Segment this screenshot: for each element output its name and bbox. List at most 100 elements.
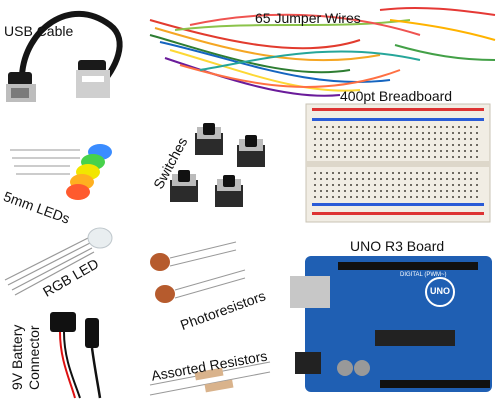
breadboard-hole	[476, 190, 478, 192]
breadboard-hole	[386, 178, 388, 180]
breadboard-hole	[380, 172, 382, 174]
breadboard-hole	[428, 190, 430, 192]
breadboard-hole	[326, 150, 328, 152]
breadboard-hole	[368, 144, 370, 146]
breadboard-hole	[428, 138, 430, 140]
breadboard-hole	[368, 138, 370, 140]
breadboard-hole	[470, 190, 472, 192]
breadboard-hole	[440, 132, 442, 134]
breadboard-hole	[398, 138, 400, 140]
breadboard-hole	[338, 126, 340, 128]
breadboard-hole	[440, 190, 442, 192]
breadboard-hole	[314, 132, 316, 134]
breadboard-hole	[332, 150, 334, 152]
breadboard-hole	[314, 196, 316, 198]
label-breadboard: 400pt Breadboard	[340, 88, 453, 104]
breadboard-hole	[380, 138, 382, 140]
breadboard-hole	[386, 144, 388, 146]
breadboard-hole	[470, 196, 472, 198]
breadboard-hole	[344, 178, 346, 180]
breadboard-hole	[452, 178, 454, 180]
breadboard-hole	[440, 172, 442, 174]
breadboard-hole	[452, 132, 454, 134]
breadboard-hole	[314, 184, 316, 186]
breadboard-hole	[386, 138, 388, 140]
breadboard-hole	[320, 196, 322, 198]
breadboard-hole	[356, 138, 358, 140]
breadboard-hole	[416, 126, 418, 128]
label-battery-line2: Connector	[26, 325, 42, 390]
breadboard-hole	[470, 184, 472, 186]
breadboard-hole	[416, 156, 418, 158]
breadboard-hole	[344, 172, 346, 174]
breadboard-hole	[374, 196, 376, 198]
breadboard-hole	[362, 184, 364, 186]
breadboard-hole	[314, 178, 316, 180]
breadboard-hole	[458, 126, 460, 128]
breadboard-hole	[458, 150, 460, 152]
breadboard-hole	[356, 126, 358, 128]
breadboard-hole	[404, 190, 406, 192]
breadboard-hole	[428, 178, 430, 180]
breadboard-hole	[428, 184, 430, 186]
breadboard-hole	[440, 144, 442, 146]
breadboard-hole	[410, 184, 412, 186]
board-brand-text: DIGITAL (PWM~)	[400, 272, 447, 278]
breadboard-hole	[320, 138, 322, 140]
breadboard-hole	[398, 132, 400, 134]
breadboard-hole	[320, 126, 322, 128]
board-logo-text: UNO	[430, 286, 450, 296]
breadboard-hole	[314, 144, 316, 146]
breadboard-hole	[350, 196, 352, 198]
breadboard-hole	[452, 138, 454, 140]
breadboard-hole	[332, 132, 334, 134]
breadboard-hole	[452, 126, 454, 128]
breadboard-hole	[452, 196, 454, 198]
breadboard-hole	[428, 156, 430, 158]
breadboard-hole	[350, 150, 352, 152]
breadboard-hole	[416, 138, 418, 140]
breadboard-hole	[434, 144, 436, 146]
breadboard-hole	[326, 196, 328, 198]
breadboard-hole	[416, 178, 418, 180]
battery-connector	[50, 312, 102, 399]
breadboard-hole	[470, 132, 472, 134]
breadboard-hole	[362, 190, 364, 192]
breadboard-hole	[344, 126, 346, 128]
breadboard-hole	[410, 126, 412, 128]
breadboard-hole	[374, 126, 376, 128]
breadboard-hole	[320, 190, 322, 192]
breadboard-hole	[452, 156, 454, 158]
breadboard-hole	[368, 184, 370, 186]
breadboard-hole	[392, 132, 394, 134]
breadboard-hole	[362, 132, 364, 134]
breadboard-hole	[464, 150, 466, 152]
breadboard-hole	[392, 178, 394, 180]
breadboard-hole	[386, 126, 388, 128]
breadboard-hole	[446, 144, 448, 146]
breadboard-hole	[344, 196, 346, 198]
breadboard-hole	[392, 196, 394, 198]
breadboard-hole	[386, 150, 388, 152]
breadboard-hole	[434, 138, 436, 140]
breadboard-hole	[404, 178, 406, 180]
breadboard-hole	[428, 150, 430, 152]
breadboard-hole	[446, 172, 448, 174]
breadboard-hole	[332, 196, 334, 198]
breadboard-hole	[368, 172, 370, 174]
breadboard-hole	[314, 190, 316, 192]
breadboard-hole	[374, 138, 376, 140]
breadboard-hole	[422, 138, 424, 140]
breadboard-hole	[380, 178, 382, 180]
breadboard-hole	[380, 156, 382, 158]
breadboard-hole	[380, 150, 382, 152]
breadboard-hole	[476, 184, 478, 186]
breadboard-hole	[374, 190, 376, 192]
breadboard-hole	[452, 190, 454, 192]
breadboard-hole	[368, 190, 370, 192]
breadboard-hole	[380, 126, 382, 128]
breadboard-hole	[356, 156, 358, 158]
breadboard-hole	[416, 196, 418, 198]
breadboard-hole	[398, 144, 400, 146]
resistors	[149, 361, 271, 396]
